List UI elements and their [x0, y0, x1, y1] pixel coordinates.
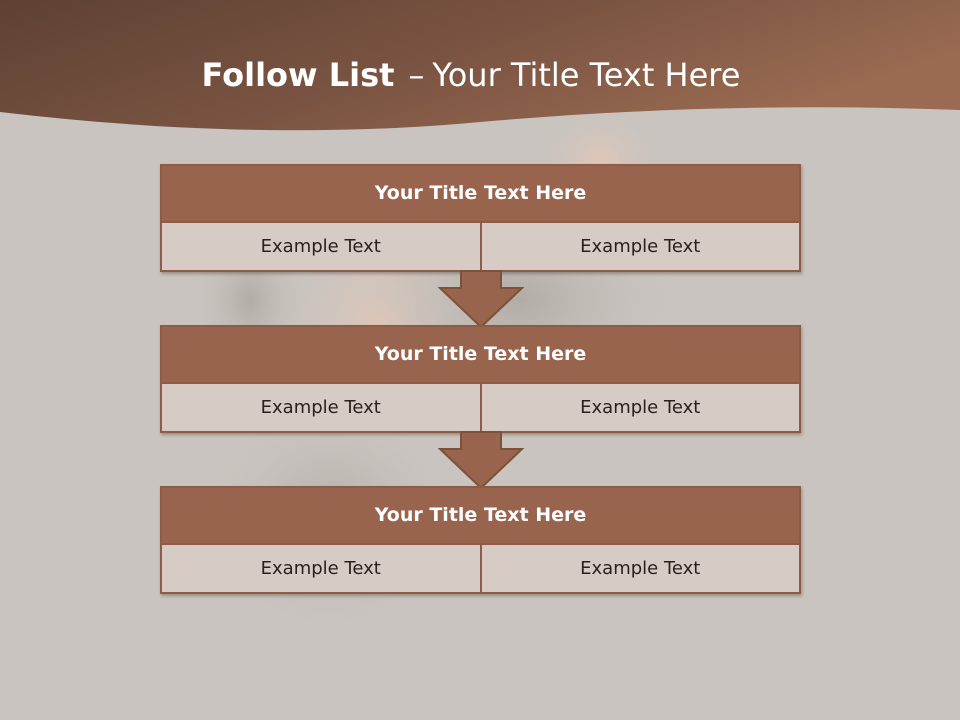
- block-row: Example Text Example Text: [162, 384, 799, 431]
- title-bold: Follow List: [201, 56, 395, 94]
- block-cell-right: Example Text: [479, 545, 799, 592]
- down-arrow-icon: [438, 270, 524, 329]
- list-block-1: Your Title Text Here Example Text Exampl…: [160, 164, 801, 272]
- block-title: Your Title Text Here: [162, 166, 799, 223]
- title-rest: Your Title Text Here: [432, 56, 741, 94]
- block-cell-right: Example Text: [479, 384, 799, 431]
- block-cell-left: Example Text: [162, 545, 480, 592]
- block-cell-left: Example Text: [162, 384, 480, 431]
- block-row: Example Text Example Text: [162, 545, 799, 592]
- block-title: Your Title Text Here: [162, 488, 799, 545]
- list-block-2: Your Title Text Here Example Text Exampl…: [160, 325, 801, 433]
- header-band: [0, 0, 960, 131]
- block-title: Your Title Text Here: [162, 327, 799, 384]
- down-arrow-icon: [438, 431, 524, 490]
- title-separator: –: [408, 56, 425, 94]
- block-row: Example Text Example Text: [162, 223, 799, 270]
- block-cell-right: Example Text: [479, 223, 799, 270]
- slide-title: Follow List–Your Title Text Here: [0, 50, 942, 100]
- list-block-3: Your Title Text Here Example Text Exampl…: [160, 486, 801, 594]
- block-cell-left: Example Text: [162, 223, 480, 270]
